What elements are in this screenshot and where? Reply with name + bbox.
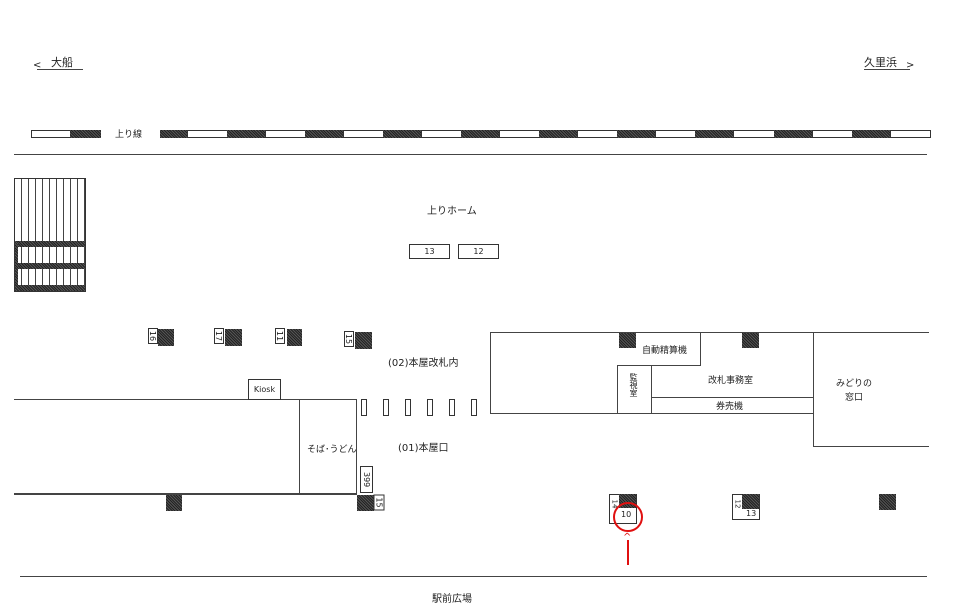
car-tag-17: 17: [214, 328, 224, 344]
car-tag-11: 11: [275, 328, 285, 344]
ticket-gate: [449, 399, 455, 416]
track-segment-dark: [305, 130, 344, 138]
track-segment: [499, 130, 540, 138]
guard-room-right-wall: [651, 365, 652, 413]
guard-room: 監視室: [629, 373, 638, 397]
track-segment: [421, 130, 462, 138]
kiosk: Kiosk: [248, 379, 281, 400]
stop-marker: [742, 333, 759, 348]
office-top-wall: [490, 332, 929, 333]
gate-inside-label: (02)本屋改札内: [388, 358, 459, 369]
soba-right-wall: [356, 399, 357, 494]
car-stop-13: 13: [409, 244, 450, 259]
stairs-dark-band: [15, 241, 85, 247]
stop-marker: [619, 333, 636, 348]
car-tag-16: 16: [148, 328, 158, 344]
track-segment: [343, 130, 384, 138]
track-segment: [733, 130, 775, 138]
track-segment-dark: [852, 130, 891, 138]
stop-marker: [879, 494, 896, 510]
office-left-wall: [490, 332, 491, 414]
platform-label: 上りホーム: [427, 206, 477, 217]
track-segment: [812, 130, 853, 138]
car-stop-12: 12: [458, 244, 499, 259]
car-tag-15: 15: [344, 331, 354, 347]
track-segment-dark: [70, 130, 101, 138]
stairs: [14, 178, 86, 292]
stairs-dark-band: [15, 285, 85, 291]
track-segment-dark: [461, 130, 500, 138]
track-segment-dark: [617, 130, 656, 138]
ticket-gate: [361, 399, 367, 416]
ticket-machine: 券売機: [716, 402, 744, 412]
stop-marker: [357, 495, 374, 511]
station-plaza-label: 駅前広場: [432, 594, 472, 605]
arrow-left-icon: <: [33, 60, 42, 71]
stop-13-side: 12: [733, 499, 742, 509]
stop-marker: [287, 329, 302, 346]
stairs-dark-band: [15, 263, 85, 269]
track-segment: [187, 130, 228, 138]
track-segment-dark: [227, 130, 266, 138]
stop-marker: [355, 332, 372, 349]
direction-right-label: 久里浜: [864, 56, 897, 69]
track-segment-dark: [383, 130, 422, 138]
track-segment: [890, 130, 931, 138]
guard-room-left-wall: [617, 365, 618, 413]
soba-udon-shop: そば･うどん: [307, 445, 357, 455]
stairs-dark-side: [15, 241, 18, 291]
stop-marker: [225, 329, 242, 346]
fare-adjust-wall-bottom: [617, 365, 701, 366]
platform-edge: [14, 154, 927, 155]
building-top-wall: [14, 399, 357, 400]
soba-left-wall: [299, 399, 300, 494]
midori-bottom-wall: [813, 446, 929, 447]
midori-no-madoguchi: みどりの 窓口: [836, 379, 873, 403]
ticket-gate: [405, 399, 411, 416]
stop-marker: [166, 495, 182, 511]
direction-right-underline: [864, 69, 910, 70]
fare-adjustment-machine: 自動精算機: [642, 346, 688, 356]
building-bottom-wall: [14, 493, 357, 495]
track-segment-dark: [774, 130, 813, 138]
arrow-right-icon: >: [906, 60, 915, 71]
station-front-edge: [20, 576, 927, 577]
midori-left-wall: [813, 332, 814, 447]
ticket-gate: [427, 399, 433, 416]
post-15: 15: [373, 494, 385, 511]
office-bottom-wall: [490, 413, 814, 414]
direction-left: 大船 <: [33, 54, 83, 74]
fare-adjust-wall-right: [700, 332, 701, 366]
post-399: 399: [360, 466, 373, 493]
track-segment: [577, 130, 618, 138]
ticket-gate: [471, 399, 477, 416]
track-segment: [31, 130, 71, 138]
selected-location-marker: [613, 502, 643, 532]
stop-13: 12 13: [732, 494, 760, 520]
stop-13-number: 13: [746, 509, 757, 518]
track-label: 上り線: [115, 130, 143, 140]
direction-left-label: 大船: [51, 56, 73, 69]
direction-right: 久里浜 >: [864, 54, 916, 74]
track-segment-dark: [695, 130, 734, 138]
track-segment-dark: [160, 130, 188, 138]
direction-left-underline: [37, 69, 83, 70]
ticket-gate: [383, 399, 389, 416]
gate-office: 改札事務室: [708, 376, 754, 386]
track-segment: [655, 130, 696, 138]
track-segment-dark: [539, 130, 578, 138]
exit-label: (01)本屋口: [398, 443, 449, 454]
ticket-machine-divider: [651, 397, 814, 398]
stop-marker: [742, 494, 759, 509]
arrow-up-icon: ^: [622, 532, 634, 565]
track-segment: [265, 130, 306, 138]
stop-marker: [158, 329, 174, 346]
